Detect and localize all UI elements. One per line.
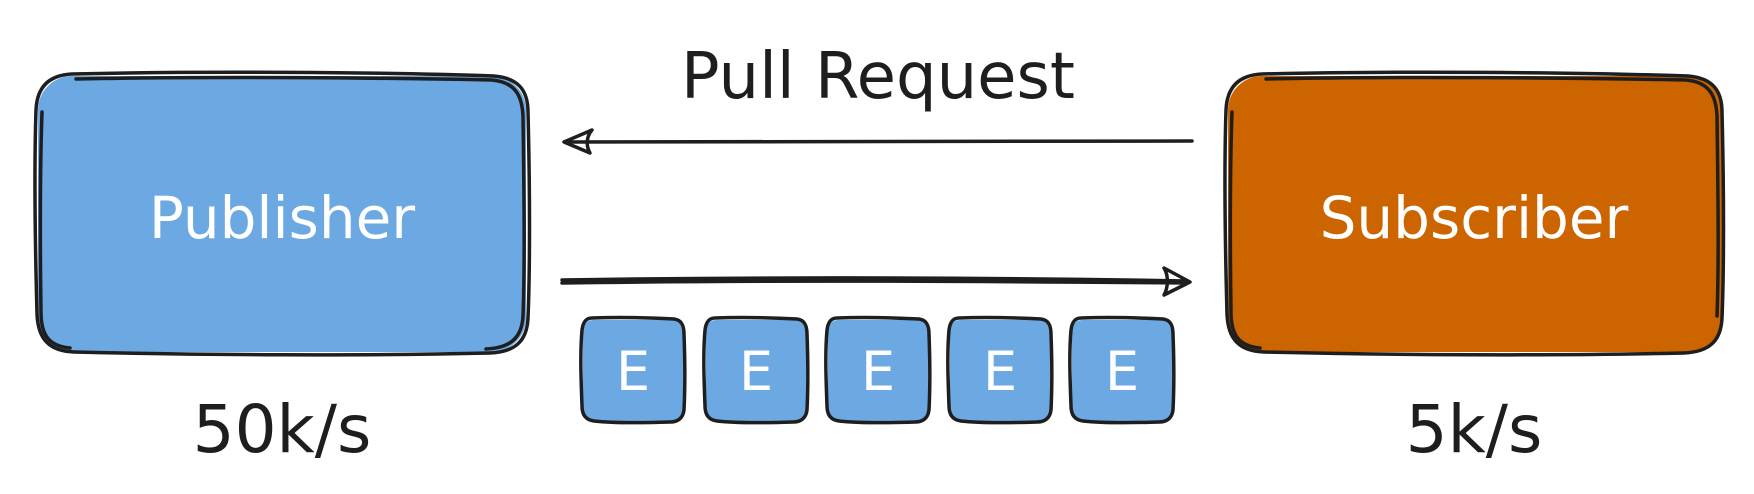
event-block-3-outline [824, 315, 932, 425]
event-block-1-label: E [616, 340, 650, 403]
publisher-box-outline [33, 70, 532, 357]
event-block-1: E [579, 315, 687, 425]
publisher-box [38, 76, 526, 352]
event-block-1-outline [579, 315, 687, 425]
publisher-label: Publisher [149, 184, 415, 252]
event-block-1-fill [583, 320, 683, 422]
event-flow-arrowhead-icon [1162, 266, 1192, 297]
pull-request-label: Pull Request [681, 40, 1075, 114]
event-block-4: E [946, 315, 1054, 425]
event-block-2: E [702, 315, 810, 425]
event-block-2-label: E [739, 340, 773, 403]
event-block-3-label: E [861, 340, 895, 403]
event-block-2-fill [706, 320, 806, 422]
event-block-4-fill [950, 320, 1050, 422]
event-block-2-outline [702, 315, 810, 425]
event-block-5-fill [1072, 320, 1172, 422]
event-block-4-label: E [983, 340, 1017, 403]
publisher-box-outline-pass [38, 75, 526, 351]
event-block-3: E [824, 315, 932, 425]
subscriber-box-outline-pass [1228, 75, 1720, 350]
subscriber-label: Subscriber [1320, 184, 1629, 252]
event-block-5-outline [1068, 315, 1176, 425]
event-block-5-label: E [1105, 340, 1139, 403]
publisher-rate: 50k/s [193, 391, 372, 468]
subscriber-box [1228, 76, 1722, 352]
pull-request-arrowhead-icon [562, 128, 594, 155]
event-flow-arrow-line [560, 276, 1188, 283]
publisher-node: Publisher [33, 70, 532, 357]
subscriber-node: Subscriber [1223, 70, 1726, 357]
subscriber-rate: 5k/s [1406, 391, 1543, 468]
event-block-3-fill [828, 320, 928, 422]
event-queue: E E E E E [579, 315, 1176, 425]
event-flow-arrow [560, 266, 1192, 297]
event-flow-arrow-line-pass [560, 279, 1188, 285]
pull-request-arrow-line [566, 138, 1194, 144]
subscriber-box-outline [1223, 70, 1726, 357]
pull-request-arrow: Pull Request [562, 40, 1194, 155]
event-block-5: E [1068, 315, 1176, 425]
event-block-4-outline [946, 315, 1054, 425]
